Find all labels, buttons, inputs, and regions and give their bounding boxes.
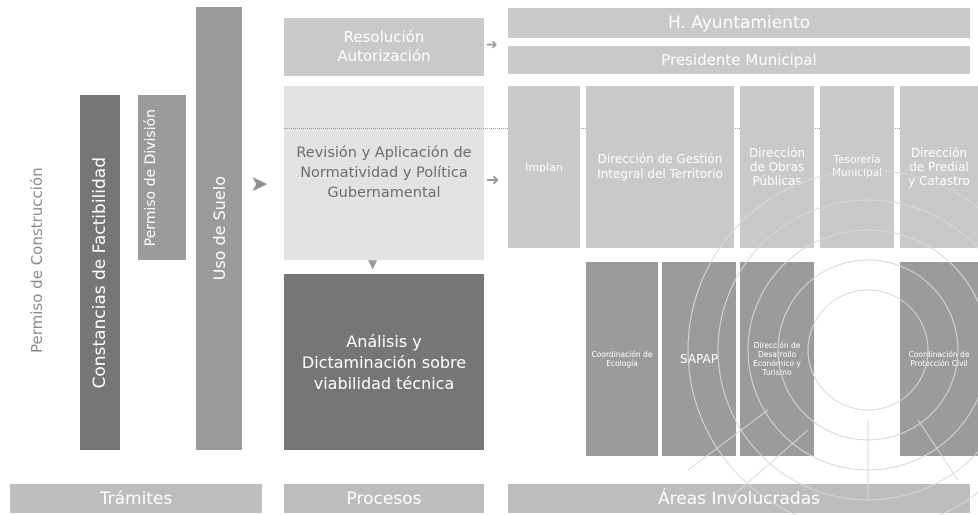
permiso-division-label: Permiso de División <box>143 108 159 247</box>
footer-areas-label: Áreas Involucradas <box>658 488 820 509</box>
direccion-gestion-box: Dirección de Gestión Integral del Territ… <box>586 86 734 248</box>
tesoreria-box: Tesorería Municipal <box>820 86 894 248</box>
desarrollo-economico-label: Dirección de Desarrollo Económico y Turi… <box>753 341 801 377</box>
constancias-factibilidad-box: Constancias de Factibilidad <box>80 95 120 450</box>
footer-procesos-label: Procesos <box>346 488 422 509</box>
predial-catastro-label: Dirección de Predial y Catastro <box>908 146 970 188</box>
tesoreria-label: Tesorería Municipal <box>832 154 882 179</box>
revision-to-analisis-arrow: ▼ <box>368 257 378 271</box>
presidente-label: Presidente Municipal <box>661 51 817 69</box>
obras-publicas-label: Dirección de Obras Públicas <box>748 146 806 188</box>
analisis-dictaminacion-box: Análisis y Dictaminación sobre viabilida… <box>284 274 484 450</box>
predial-catastro-box: Dirección de Predial y Catastro <box>900 86 978 248</box>
sapap-label: SAPAP <box>680 352 718 366</box>
resolucion-autorizacion-label: Resolución Autorización <box>337 28 431 65</box>
constancias-factibilidad-label: Constancias de Factibilidad <box>90 156 110 389</box>
implan-box: Implan <box>508 86 580 248</box>
sapap-box: SAPAP <box>662 262 736 456</box>
resolucion-autorizacion-box: Resolución Autorización <box>284 18 484 76</box>
revision-to-areas-arrow: ➜ <box>486 170 500 189</box>
ayuntamiento-label: H. Ayuntamiento <box>667 13 811 33</box>
permiso-construccion-label: Permiso de Construcción <box>28 167 46 353</box>
implan-label: Implan <box>525 160 563 174</box>
footer-tramites-label: Trámites <box>99 488 173 509</box>
revision-normatividad-box: Revisión y Aplicación de Normatividad y … <box>284 86 484 260</box>
presidente-box: Presidente Municipal <box>508 46 970 74</box>
tramites-to-procesos-arrow: ➤ <box>250 172 269 197</box>
revision-normatividad-label: Revisión y Aplicación de Normatividad y … <box>296 145 472 201</box>
permiso-division-box: Permiso de División <box>138 95 186 260</box>
footer-tramites: Trámites <box>10 484 262 513</box>
obras-publicas-box: Dirección de Obras Públicas <box>740 86 814 248</box>
proteccion-civil-box: Coordinación de Protección Civil <box>900 262 978 456</box>
desarrollo-economico-box: Dirección de Desarrollo Económico y Turi… <box>740 262 814 456</box>
analisis-dictaminacion-label: Análisis y Dictaminación sobre viabilida… <box>301 331 467 393</box>
footer-procesos: Procesos <box>284 484 484 513</box>
coordinacion-ecologia-box: Coordinación de Ecología <box>586 262 658 456</box>
resolucion-to-ayuntamiento-arrow: ➜ <box>486 37 498 53</box>
footer-areas: Áreas Involucradas <box>508 484 970 513</box>
ayuntamiento-box: H. Ayuntamiento <box>508 8 970 38</box>
coordinacion-ecologia-label: Coordinación de Ecología <box>591 350 653 368</box>
direccion-gestion-label: Dirección de Gestión Integral del Territ… <box>597 152 723 181</box>
uso-suelo-label: Uso de Suelo <box>209 176 229 281</box>
proteccion-civil-label: Coordinación de Protección Civil <box>908 350 970 368</box>
uso-suelo-box: Uso de Suelo <box>196 7 242 450</box>
